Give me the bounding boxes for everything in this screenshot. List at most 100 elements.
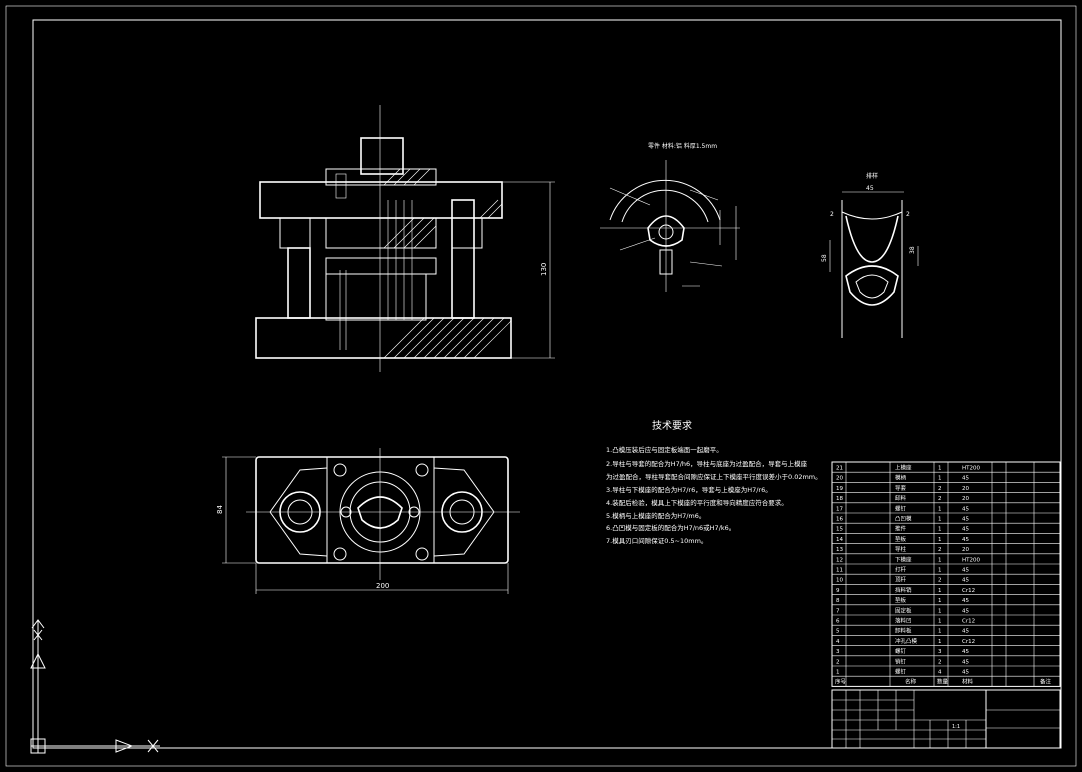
bom-row-qty: 1 [938,466,942,472]
bom-row-qty: 2 [938,547,942,553]
bom-row-no: 2 [836,659,840,665]
bom-row-qty: 1 [938,537,942,543]
bom-row-name: 模柄 [895,474,907,482]
outer-frame [5,5,1077,767]
top-view: 200 84 [216,448,520,594]
bom-row-name: 卸料板 [895,627,912,635]
bom-row-no: 11 [836,568,843,574]
bom-row-no: 3 [836,649,840,655]
title-block: 1:1 [831,689,1061,749]
bom-row-no: 7 [836,608,840,614]
front-height-dim: 130 [540,263,548,276]
bom-row-material: Cr12 [962,619,975,625]
bom-row-name: 卸料 [895,494,907,502]
tech-note-line: 5.模柄与上模座的配合为H7/m6。 [606,511,705,520]
bom-row-no: 13 [836,547,843,553]
bom-row-qty: 4 [938,670,942,676]
bom-row-no: 15 [836,527,843,533]
bom-header-cell: 数量 [937,678,949,686]
part-title: 零件 材料:铝 料厚1.5mm [648,142,717,150]
bom-row-material: HT200 [962,466,980,472]
bom-row-qty: 1 [938,527,942,533]
section-width-dim: 45 [866,185,874,192]
bom-row-name: 螺钉 [895,504,907,512]
bom-row-material: 45 [962,608,969,614]
bom-row-material: 45 [962,578,969,584]
bom-row-no: 9 [836,588,840,594]
tech-note-line: 2.导柱与导套的配合为H7/h6，导柱与底座为过盈配合，导套与上模座 [606,459,808,468]
bom-row-name: 打杆 [895,566,907,574]
bom-row-no: 1 [836,670,840,676]
strip-layout-view: 排样 45 2 2 58 38 [821,172,919,338]
bom-header-cell: 材料 [962,678,974,686]
bom-header-cell: 序号 [835,678,847,686]
bom-row-no: 10 [836,578,843,584]
ucs-icon [30,619,160,754]
bom-header-cell: 备注 [1040,678,1052,686]
bom-row-name: 螺钉 [895,668,907,676]
bom-row-no: 5 [836,629,840,635]
tech-note-line: 6.凸凹模与固定板的配合为H7/n6或H7/k6。 [606,523,735,532]
bom-row-no: 20 [836,476,843,482]
front-section-view: 130 [255,105,555,372]
bom-row-qty: 2 [938,496,942,502]
bom-row-no: 8 [836,598,840,604]
bom-row-qty: 1 [938,608,942,614]
bom-row-material: 45 [962,598,969,604]
top-depth-dim: 84 [216,505,224,514]
bom-row-qty: 2 [938,578,942,584]
section-gap-left: 2 [830,211,834,218]
bom-row-material: 45 [962,537,969,543]
bom-row-no: 21 [836,466,843,472]
bom-row-qty: 1 [938,598,942,604]
title-block-scale: 1:1 [952,724,960,730]
tech-note-line: 1.凸模压装后应与固定板端面一起磨平。 [606,445,723,454]
bom-row-material: 45 [962,629,969,635]
bom-row-qty: 2 [938,659,942,665]
bom-row-no: 14 [836,537,843,543]
bom-row-no: 12 [836,557,843,563]
bom-row-name: 上模座 [895,464,912,472]
bom-row-qty: 1 [938,588,942,594]
bom-row-qty: 1 [938,619,942,625]
bom-row-name: 冲孔凸模 [895,637,918,645]
bom-row-material: 45 [962,568,969,574]
bom-row-qty: 1 [938,639,942,645]
bom-row-name: 固定板 [895,606,912,614]
inner-frame [32,19,1062,749]
bom-row-qty: 1 [938,568,942,574]
tech-note-line: 3.导柱与下模座的配合为H7/r6，导套与上模座为H7/r6。 [606,485,772,494]
bom-row-no: 18 [836,496,843,502]
tech-note-line: 为过盈配合，导柱导套配合间隙应保证上下模座平行度误差小于0.02mm。 [606,472,822,481]
bom-row-name: 推件 [895,525,907,533]
bom-row-material: 45 [962,659,969,665]
tech-notes-title: 技术要求 [652,419,692,432]
top-width-dim: 200 [376,582,389,590]
bom-row-qty: 2 [938,486,942,492]
bom-row-no: 16 [836,517,843,523]
bom-row-qty: 3 [938,649,942,655]
bom-row-qty: 1 [938,506,942,512]
bom-row-material: 45 [962,476,969,482]
bom-row-material: 20 [962,547,969,553]
bom-row-no: 19 [836,486,843,492]
section-height-dim: 38 [909,246,916,254]
bom-row-name: 挡料销 [895,586,912,594]
bom-row-material: 45 [962,670,969,676]
bom-row-material: Cr12 [962,639,975,645]
bom-row-name: 导柱 [895,545,907,553]
bom-row-qty: 1 [938,517,942,523]
bom-row-name: 销钉 [895,657,907,665]
bom-row-material: HT200 [962,557,980,563]
bom-header-cell: 名称 [905,678,917,686]
bom-row-qty: 1 [938,629,942,635]
bom-row-no: 17 [836,506,843,512]
tech-note-line: 7.模具刃口间隙保证0.5~10mm。 [606,536,707,545]
bom-row-name: 落料凹 [895,617,912,625]
bom-row-name: 顶杆 [895,576,907,584]
bom-row-no: 4 [836,639,840,645]
bom-row-name: 垫板 [895,535,907,543]
bom-row-name: 凸凹模 [895,515,912,523]
bom-row-material: Cr12 [962,588,975,594]
